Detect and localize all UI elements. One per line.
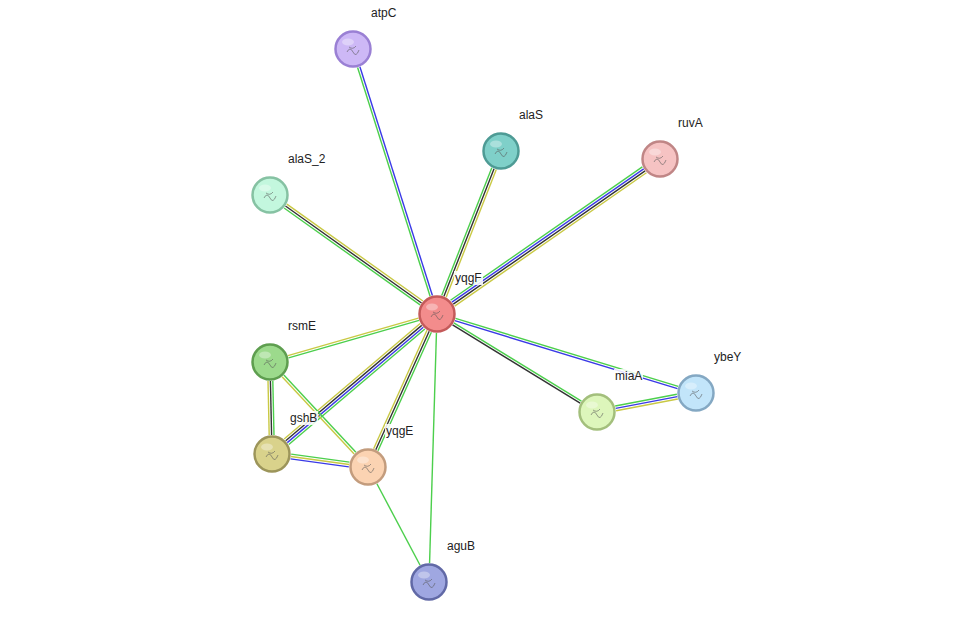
evidence-line [615, 394, 677, 406]
node-circle [251, 176, 289, 214]
evidence-line [454, 323, 582, 401]
interaction-edge [284, 204, 423, 305]
node-circle [482, 132, 520, 170]
interaction-edge [430, 333, 437, 563]
protein-node: miaA [578, 393, 616, 431]
interaction-edge [377, 484, 420, 565]
protein-node: gshB [253, 435, 291, 473]
evidence-line [284, 375, 356, 452]
node-label: alaS [518, 108, 544, 122]
interaction-edge [284, 324, 425, 445]
evidence-line [288, 318, 418, 356]
node-label: ruvA [677, 116, 704, 130]
node-label: yqgF [454, 271, 483, 285]
node-circle [578, 393, 616, 431]
node-label: alaS_2 [287, 152, 326, 166]
evidence-line [284, 324, 420, 439]
evidence-line [452, 169, 644, 302]
node-circle [641, 140, 679, 178]
protein-node: alaS [482, 132, 520, 170]
evidence-line [430, 333, 437, 563]
evidence-line [270, 381, 271, 435]
evidence-line [451, 167, 643, 300]
evidence-line [284, 208, 420, 305]
evidence-line [360, 67, 433, 296]
interaction-edge [374, 330, 432, 450]
node-circle [251, 343, 289, 381]
protein-node: alaS_2 [251, 176, 289, 214]
evidence-line [377, 484, 420, 565]
evidence-line [376, 331, 429, 449]
evidence-line [453, 325, 581, 403]
evidence-line [456, 318, 679, 386]
interaction-edge [451, 167, 647, 306]
evidence-line [446, 170, 496, 298]
node-label: aguB [446, 539, 476, 553]
interaction-edge [288, 318, 419, 358]
protein-node: yqgF [418, 295, 456, 333]
protein-node: rsmE [251, 343, 289, 381]
protein-node: ruvA [641, 140, 679, 178]
node-circle [349, 448, 387, 486]
protein-node: aguB [410, 563, 448, 601]
evidence-line [616, 397, 678, 409]
interaction-edge [268, 381, 274, 435]
evidence-line [282, 377, 354, 454]
evidence-line [455, 173, 647, 306]
node-circle [677, 374, 715, 412]
node-label: ybeY [713, 350, 742, 364]
interaction-edge [282, 375, 356, 454]
node-label: miaA [614, 369, 643, 383]
node-circle [410, 563, 448, 601]
protein-node: yqgE [349, 448, 387, 486]
evidence-line [378, 332, 431, 450]
interaction-edge [615, 394, 678, 411]
evidence-line [273, 381, 274, 435]
evidence-line [616, 399, 678, 411]
node-circle [253, 435, 291, 473]
evidence-line [374, 330, 427, 448]
interaction-edge [455, 318, 678, 388]
evidence-line [455, 321, 678, 389]
evidence-line [291, 459, 349, 467]
evidence-line [287, 204, 423, 301]
protein-node: atpC [334, 30, 372, 68]
evidence-line [286, 325, 422, 440]
node-label: gshB [289, 411, 318, 425]
evidence-line [453, 171, 645, 304]
node-label: yqgE [385, 424, 414, 438]
interaction-edge [291, 454, 350, 467]
node-circle [334, 30, 372, 68]
evidence-line [268, 381, 269, 435]
node-label: atpC [370, 6, 397, 20]
evidence-line [444, 169, 494, 297]
protein-node: ybeY [677, 374, 715, 412]
node-label: rsmE [287, 319, 317, 333]
evidence-line [285, 206, 421, 303]
node-circle [418, 295, 456, 333]
interaction-edge [453, 323, 582, 403]
